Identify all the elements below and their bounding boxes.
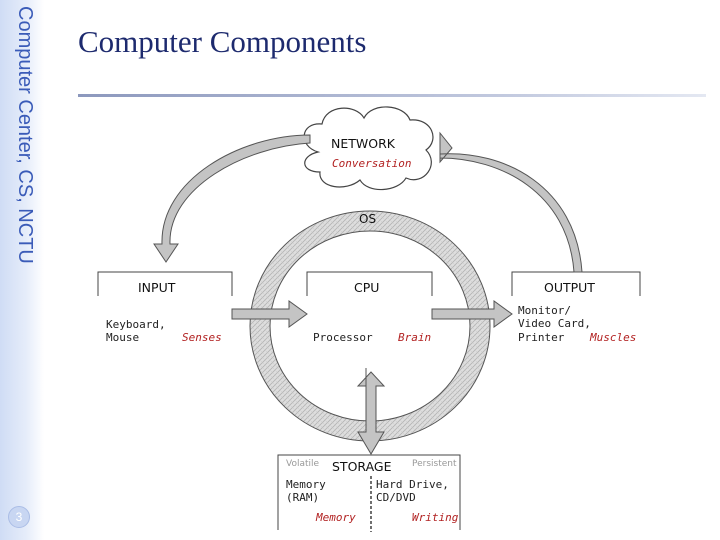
storage-persistent-label: Persistent <box>412 459 457 469</box>
connectors <box>153 131 583 455</box>
network-output-arrow <box>439 131 583 273</box>
page-number: 3 <box>8 506 30 528</box>
input-to-cpu-arrow <box>231 300 308 328</box>
storage-right-line1: Hard Drive, <box>376 478 449 491</box>
network-sublabel: Conversation <box>332 157 412 170</box>
input-label: INPUT <box>138 280 176 295</box>
slide-title: Computer Components <box>78 24 367 59</box>
input-line1: Keyboard, <box>106 318 166 331</box>
sidebar: Computer Center, CS, NCTU 3 <box>0 0 44 540</box>
storage-left-line2: (RAM) <box>286 491 320 504</box>
output-analogy: Muscles <box>590 331 637 344</box>
cpu-storage-arrow <box>356 368 386 455</box>
storage-right-analogy: Writing <box>412 511 459 524</box>
title-underline <box>78 94 706 97</box>
output-line2: Video Card, <box>518 317 591 330</box>
cpu-line1: Processor <box>313 331 373 344</box>
cpu-analogy: Brain <box>398 331 432 344</box>
input-line2: Mouse <box>106 331 140 344</box>
storage-left-analogy: Memory <box>316 511 356 524</box>
output-line3: Printer <box>518 331 565 344</box>
storage-label: STORAGE <box>332 459 392 474</box>
os-ring <box>249 210 491 442</box>
output-line1: Monitor/ <box>518 304 571 317</box>
output-label: OUTPUT <box>544 280 595 295</box>
network-cloud <box>303 106 434 191</box>
cpu-to-output-arrow <box>431 300 513 328</box>
cpu-box <box>306 271 433 296</box>
os-label: OS <box>359 212 377 226</box>
storage-volatile-label: Volatile <box>286 459 320 469</box>
input-box <box>97 271 233 296</box>
storage-right-line2: CD/DVD <box>376 491 416 504</box>
network-label: NETWORK <box>331 136 395 151</box>
network-to-input-arrow <box>153 134 311 263</box>
input-analogy: Senses <box>182 331 222 344</box>
storage-box <box>277 454 461 530</box>
cpu-label: CPU <box>354 280 380 295</box>
storage-left-line1: Memory <box>286 478 326 491</box>
